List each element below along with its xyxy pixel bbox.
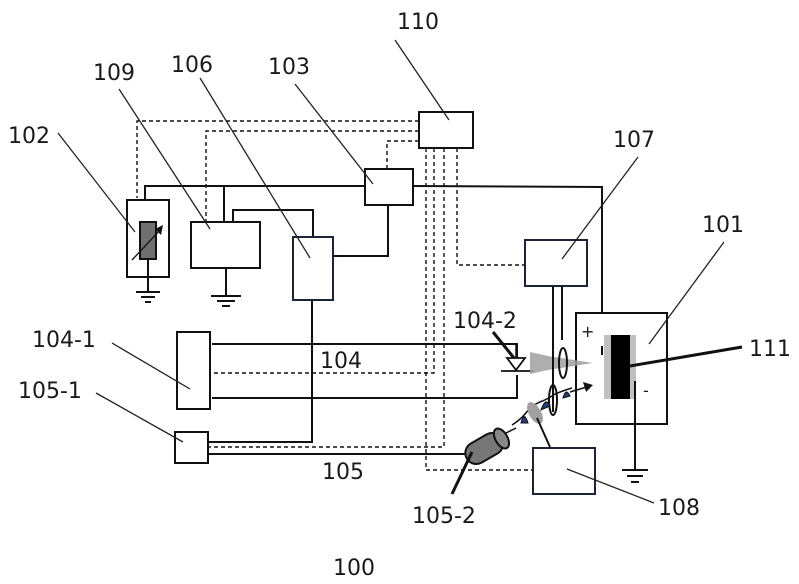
dashed-line-110-to-105-1	[204, 148, 445, 448]
module-106	[292, 236, 334, 301]
label-107: 107	[613, 128, 655, 153]
label-109: 109	[93, 61, 135, 86]
lens-icon	[527, 402, 543, 424]
resistor-body	[139, 221, 157, 260]
label-105-2: 105-2	[412, 504, 476, 529]
dashed-line-110-to-107	[456, 148, 525, 266]
dashed-line-110-to-108	[425, 148, 533, 471]
coil-107	[548, 286, 568, 416]
wire-109-to-106	[232, 209, 314, 237]
wire-106-to-103	[333, 205, 389, 257]
dashed-line-110-to-104-1	[212, 148, 435, 374]
label-104-2: 104-2	[453, 309, 517, 334]
wire-103-to-101	[412, 185, 603, 346]
variable-arrow-icon	[131, 227, 163, 261]
coil-ring	[548, 384, 558, 416]
dashed-line-110-to-103	[386, 140, 419, 170]
arrow-icon	[583, 382, 593, 392]
power-wiring	[144, 185, 603, 455]
label-101: 101	[702, 213, 744, 238]
minus-sign: -	[643, 381, 649, 400]
ground-icon	[211, 268, 241, 307]
laser-beam	[530, 352, 593, 374]
label-110: 110	[397, 10, 439, 35]
label-111: 111	[749, 337, 791, 362]
controller-110	[418, 111, 474, 149]
label-105: 105	[322, 460, 364, 485]
module-107	[524, 239, 588, 287]
collimator-105-2	[464, 427, 517, 465]
label-108: 108	[658, 496, 700, 521]
power-supply-109	[190, 221, 261, 269]
label-103: 103	[268, 55, 310, 80]
wire-104-bottom	[212, 375, 518, 399]
ground-icon	[622, 469, 648, 483]
label-104: 104	[320, 349, 362, 374]
dashed-line-110-to-102	[136, 120, 419, 198]
figure-number: 100	[333, 556, 375, 581]
laser-source-104-1	[176, 331, 211, 410]
variable-resistor-102	[126, 199, 170, 303]
plus-sign: +	[581, 322, 594, 341]
wire-106-to-105-1	[208, 300, 313, 443]
wire-104-top	[212, 343, 518, 362]
dashed-line-110-to-109	[205, 130, 419, 221]
leader-lines	[57, 39, 743, 504]
pulse-source-105-1	[174, 431, 209, 464]
detector-108	[532, 447, 596, 495]
label-106: 106	[171, 53, 213, 78]
module-103	[364, 168, 414, 206]
label-105-1: 105-1	[18, 379, 82, 404]
control-signal-lines	[136, 120, 533, 471]
label-102: 102	[8, 124, 50, 149]
pulse-beam	[511, 382, 593, 448]
label-104-1: 104-1	[32, 328, 96, 353]
coil-ring	[558, 347, 568, 379]
photodiode-104-2	[501, 344, 533, 372]
ground-icon	[136, 291, 160, 303]
